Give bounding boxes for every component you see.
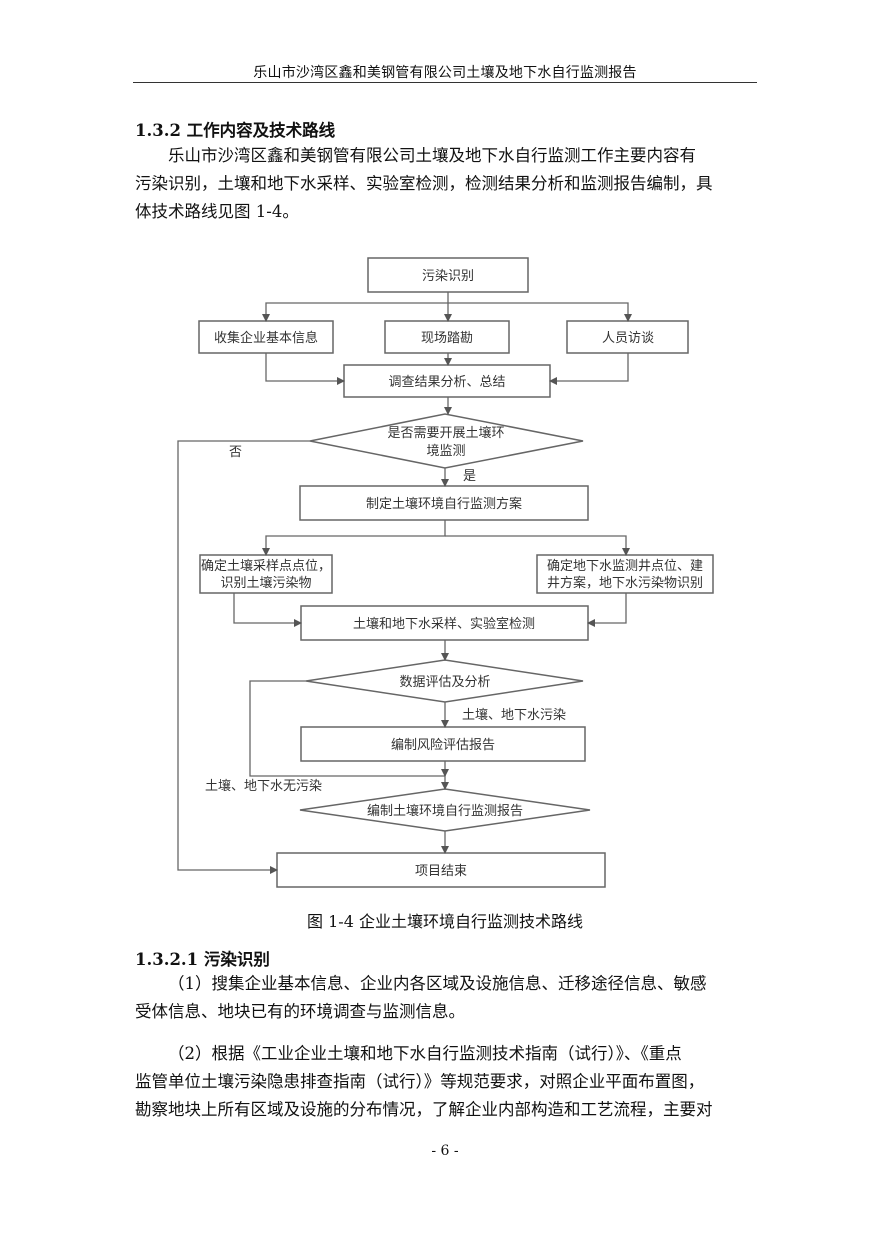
label-project-end: 项目结束 <box>415 864 467 879</box>
label-groundwater-wells-line2: 井方案，地下水污染物识别 <box>547 575 703 591</box>
paragraph-line: 监管单位土壤污染隐患排查指南（试行）》等规范要求，对照企业平面布置图， <box>135 1072 705 1091</box>
paragraph-line: 勘察地块上所有区域及设施的分布情况，了解企业内部构造和工艺流程，主要对 <box>135 1100 713 1119</box>
arrow <box>265 353 345 385</box>
page-number: - 6 - <box>431 1143 459 1159</box>
technical-route-flowchart: 污染识别 收集企业基本信息 现场踏勘 人员访谈 调查结果分析、总结 是否需要开展… <box>177 257 714 888</box>
label-interview: 人员访谈 <box>602 331 654 346</box>
paragraph-line: 体技术路线见图 1-4。 <box>135 202 299 221</box>
arrow <box>233 593 302 627</box>
section-1-3-2-1-paragraph-1: （1）搜集企业基本信息、企业内各区域及设施信息、迁移途径信息、敏感 受体信息、地… <box>135 970 755 1026</box>
arrow <box>549 353 629 385</box>
label-sampling-testing: 土壤和地下水采样、实验室检测 <box>353 616 535 632</box>
arrow <box>177 440 310 874</box>
section-1-3-2-paragraph: 乐山市沙湾区鑫和美钢管有限公司土壤及地下水自行监测工作主要内容有 污染识别，土壤… <box>135 142 755 226</box>
paragraph-line: （1）搜集企业基本信息、企业内各区域及设施信息、迁移途径信息、敏感 <box>168 974 707 993</box>
label-decision-line1: 是否需要开展土壤环 <box>387 425 504 441</box>
label-monitoring-plan: 制定土壤环境自行监测方案 <box>366 496 522 512</box>
decision-monitoring-report <box>299 788 591 832</box>
paragraph-line: 乐山市沙湾区鑫和美钢管有限公司土壤及地下水自行监测工作主要内容有 <box>168 146 696 165</box>
label-monitoring-report: 编制土壤环境自行监测报告 <box>367 803 523 819</box>
paragraph-line: 污染识别，土壤和地下水采样、实验室检测，检测结果分析和监测报告编制，具 <box>135 174 713 193</box>
label-risk-report: 编制风险评估报告 <box>391 738 495 753</box>
section-heading-1-3-2: 1.3.2 工作内容及技术路线 <box>135 121 336 140</box>
label-no: 否 <box>229 445 242 460</box>
label-groundwater-wells-line1: 确定地下水监测井点位、建 <box>547 559 703 574</box>
figure-caption: 图 1-4 企业土壤环境自行监测技术路线 <box>307 912 583 931</box>
arrow <box>587 593 627 627</box>
label-data-evaluation: 数据评估及分析 <box>399 675 490 690</box>
decision-soil-monitoring <box>309 413 584 469</box>
label-site-survey: 现场踏勘 <box>421 331 473 346</box>
paragraph-line: （2）根据《工业企业土壤和地下水自行监测技术指南（试行）》、《重点 <box>168 1044 682 1063</box>
arrow <box>262 520 446 556</box>
decision-data-evaluation <box>305 659 584 703</box>
paragraph-line: 受体信息、地块已有的环境调查与监测信息。 <box>135 1002 465 1021</box>
arrow <box>445 535 630 556</box>
section-heading-1-3-2-1: 1.3.2.1 污染识别 <box>135 950 270 969</box>
arrow <box>448 302 632 322</box>
label-collect-info: 收集企业基本信息 <box>214 330 318 346</box>
header-rule <box>133 82 757 83</box>
label-decision-line2: 境监测 <box>426 444 465 459</box>
arrow <box>262 292 449 322</box>
label-not-polluted: 土壤、地下水无污染 <box>205 778 322 794</box>
arrow <box>249 680 449 790</box>
label-pollution-identification: 污染识别 <box>422 269 474 284</box>
label-soil-points-line1: 确定土壤采样点点位， <box>201 558 331 574</box>
label-yes: 是 <box>463 469 476 484</box>
label-polluted: 土壤、地下水污染 <box>462 707 566 723</box>
label-analysis-summary: 调查结果分析、总结 <box>388 375 505 390</box>
section-1-3-2-1-paragraph-2: （2）根据《工业企业土壤和地下水自行监测技术指南（试行）》、《重点 监管单位土壤… <box>135 1040 755 1124</box>
running-header: 乐山市沙湾区鑫和美钢管有限公司土壤及地下水自行监测报告 <box>253 65 637 81</box>
label-soil-points-line2: 识别土壤污染物 <box>220 575 311 591</box>
